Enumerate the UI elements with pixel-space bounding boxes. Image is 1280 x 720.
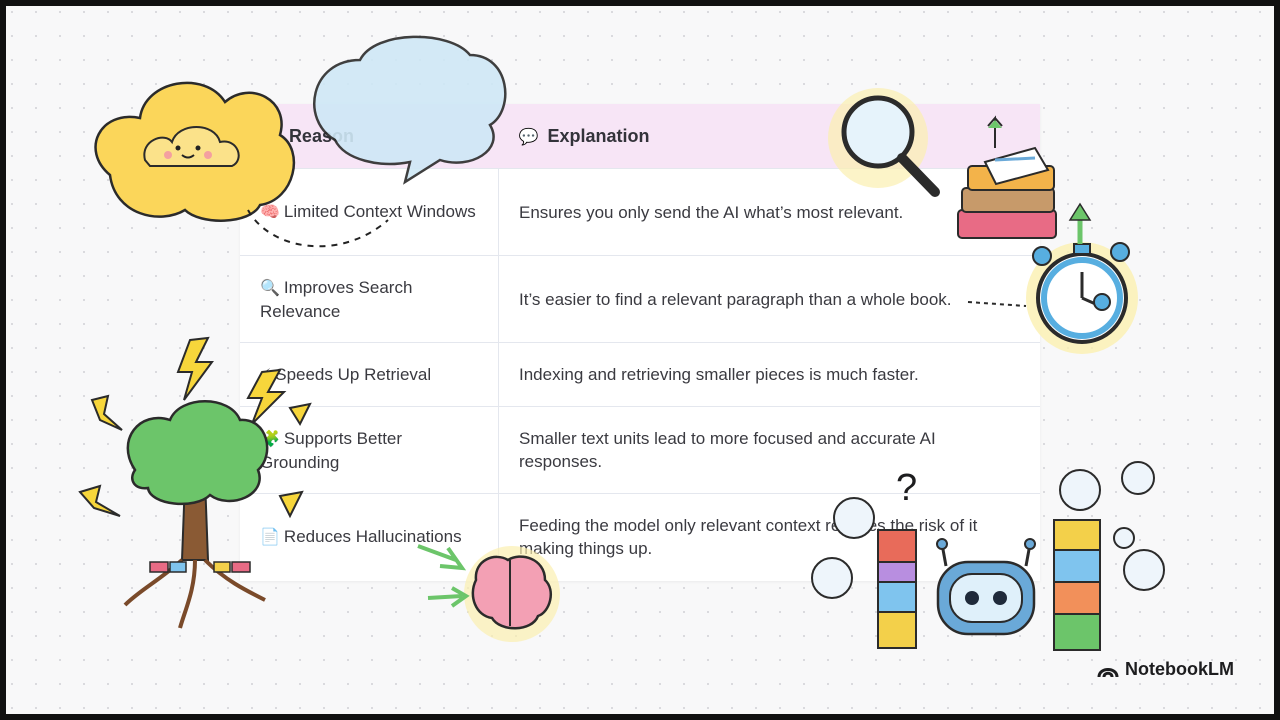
reason-cell: ⚡Speeds Up Retrieval: [240, 342, 499, 407]
reason-header-label: Reason: [288, 125, 354, 146]
document-icon: 📄: [260, 529, 280, 547]
explanation-column-header: 💬 Explanation: [498, 104, 1040, 169]
explanation-cell: Indexing and retrieving smaller pieces i…: [498, 342, 1040, 407]
speech-bubble-icon: 💬: [518, 128, 539, 146]
check-icon: ✅: [260, 128, 280, 146]
brand-logo: NotebookLM: [1097, 659, 1234, 680]
table-row: 🔍Improves Search Relevance It’s easier t…: [240, 255, 1040, 343]
table-row: 🧩Supports Better Grounding Smaller text …: [240, 406, 1040, 494]
table-row: 🧠Limited Context Windows Ensures you onl…: [240, 168, 1040, 256]
magnifier-icon: 🔍: [260, 279, 280, 297]
reason-text: Limited Context Windows: [283, 202, 476, 221]
table-header-row: ✅ Reason 💬 Explanation: [240, 104, 1040, 169]
explanation-header-label: Explanation: [547, 125, 650, 146]
explanation-cell: Ensures you only send the AI what’s most…: [498, 168, 1040, 256]
reason-cell: 🔍Improves Search Relevance: [240, 255, 499, 343]
reasons-table: ✅ Reason 💬 Explanation 🧠Limited Context …: [240, 104, 1040, 581]
brand-name: NotebookLM: [1125, 659, 1234, 679]
puzzle-icon: 🧩: [260, 430, 280, 448]
table-row: ⚡Speeds Up Retrieval Indexing and retrie…: [240, 342, 1040, 407]
table-row: 📄Reduces Hallucinations Feeding the mode…: [240, 493, 1040, 581]
reason-cell: 🧩Supports Better Grounding: [240, 406, 499, 494]
brain-icon: 🧠: [260, 204, 280, 221]
reason-text: Improves Search Relevance: [260, 277, 413, 321]
explanation-cell: It’s easier to find a relevant paragraph…: [498, 255, 1040, 343]
lightning-icon: ⚡: [260, 366, 272, 384]
explanation-cell: Smaller text units lead to more focused …: [498, 406, 1040, 494]
notebooklm-logo-icon: [1097, 667, 1119, 677]
reason-column-header: ✅ Reason: [240, 104, 499, 169]
reason-cell: 🧠Limited Context Windows: [240, 168, 499, 256]
explanation-cell: Feeding the model only relevant context …: [498, 493, 1040, 581]
reason-text: Speeds Up Retrieval: [275, 364, 432, 384]
reason-cell: 📄Reduces Hallucinations: [240, 493, 499, 581]
reason-text: Supports Better Grounding: [260, 428, 403, 472]
reason-text: Reduces Hallucinations: [283, 527, 462, 547]
